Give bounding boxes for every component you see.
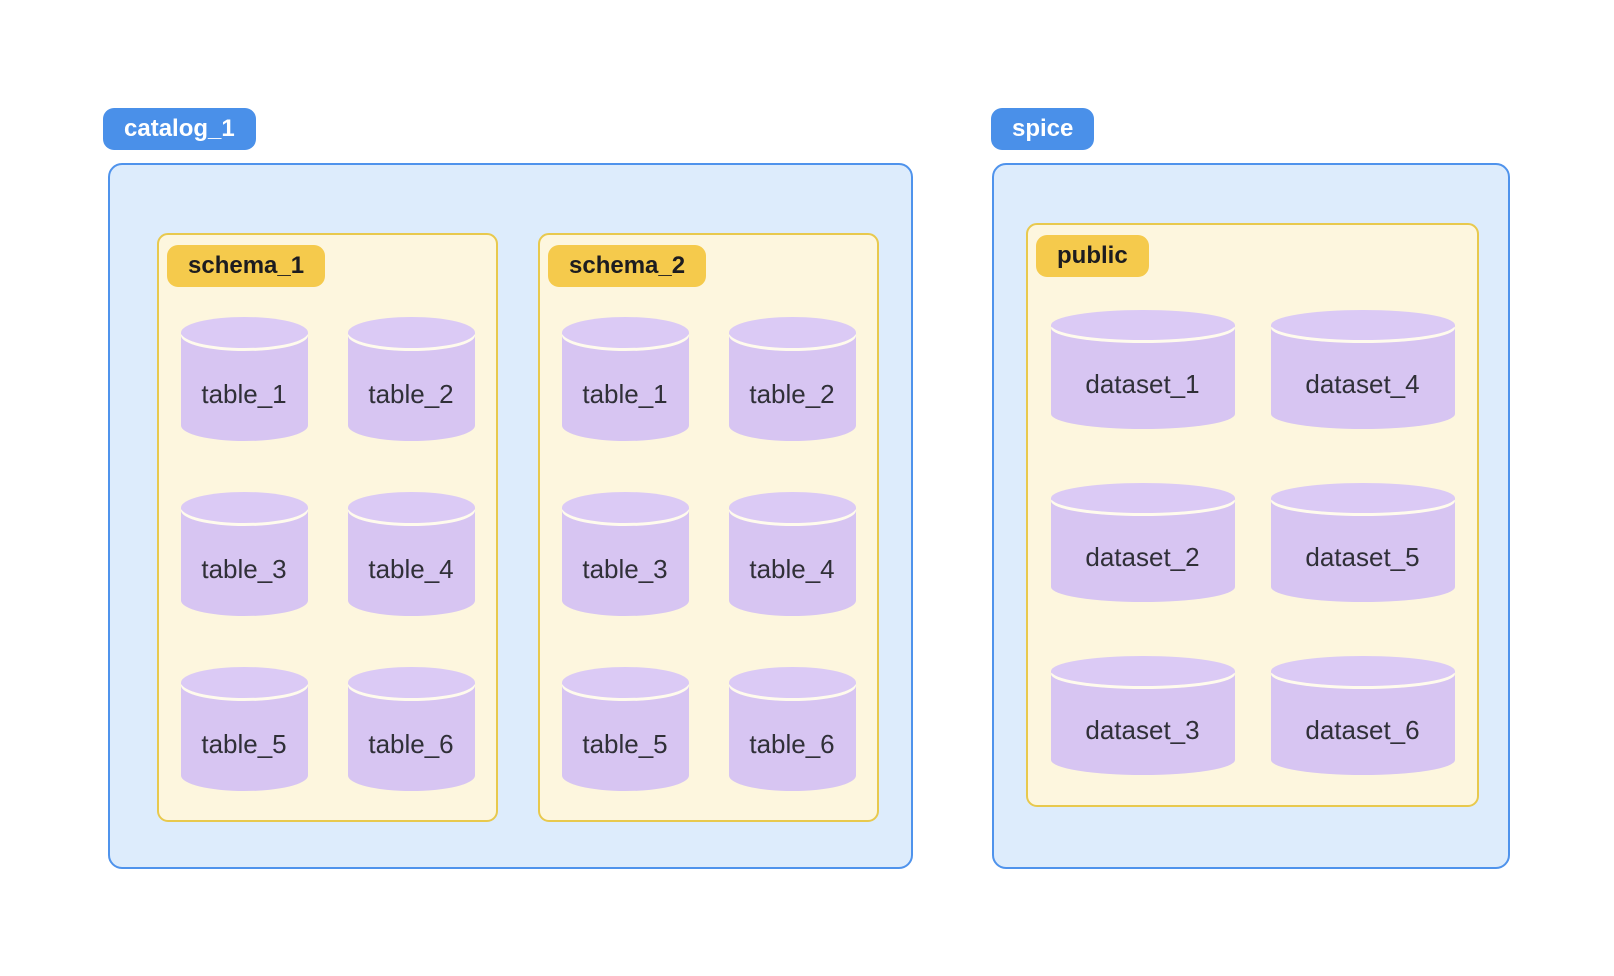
dataset-label: dataset_3 [1085,715,1200,745]
catalog-group: catalog_1 schema_1 table_1 table_2 [103,108,913,869]
cylinder-top-face [1270,310,1455,340]
cylinder-top-face [180,317,308,348]
cylinder-body [728,507,856,616]
table-cylinder: table_3 [561,492,689,616]
table-label: table_5 [201,729,287,759]
dataset-cylinder: dataset_2 [1050,483,1235,602]
cylinder-body [1270,325,1455,429]
table-label: table_2 [749,379,835,409]
catalog-label-pill: catalog_1 [103,108,256,150]
table-cylinder: table_3 [180,492,308,616]
dataset-label: dataset_4 [1305,369,1420,399]
cylinder-top-face [1050,483,1235,513]
cylinder-body [347,507,475,616]
cylinder-top-face [1270,483,1455,513]
table-label: table_1 [582,379,668,409]
dataset-label: dataset_1 [1085,369,1200,399]
table-label: table_6 [368,729,454,759]
cylinder-body [1050,498,1235,602]
schema-label-pill: schema_2 [548,245,707,287]
dataset-label: dataset_2 [1085,542,1200,572]
spice-container: public dataset_1 dataset_4 [992,163,1510,869]
table-cylinder: table_4 [728,492,856,616]
cylinder-top-face [561,667,689,698]
tables-grid: table_1 table_2 table_3 [159,317,496,791]
table-label: table_6 [749,729,835,759]
cylinder-body [180,682,308,791]
cylinder-body [561,507,689,616]
table-cylinder: table_2 [728,317,856,441]
cylinder-body [1050,671,1235,775]
datasets-grid: dataset_1 dataset_4 dataset_2 [1028,310,1477,775]
dataset-cylinder: dataset_5 [1270,483,1455,602]
dataset-cylinder: dataset_1 [1050,310,1235,429]
schema-label-pill: schema_1 [167,245,326,287]
cylinder-body [180,332,308,441]
cylinder-top-face [180,492,308,523]
cylinder-body [347,332,475,441]
cylinder-body [561,682,689,791]
cylinder-top-face [728,317,856,348]
table-cylinder: table_5 [561,667,689,791]
cylinder-top-face [180,667,308,698]
cylinder-top-face [1050,310,1235,340]
cylinder-top-face [1050,656,1235,686]
public-schema-box: public dataset_1 dataset_4 [1026,223,1479,807]
schema-2-box: schema_2 table_1 table_2 [538,233,879,822]
table-cylinder: table_1 [180,317,308,441]
dataset-cylinder: dataset_3 [1050,656,1235,775]
cylinder-top-face [728,667,856,698]
cylinder-body [1270,671,1455,775]
table-label: table_4 [368,554,454,584]
cylinder-top-face [561,492,689,523]
cylinder-body [561,332,689,441]
cylinder-body [1270,498,1455,602]
schema-label-pill: public [1036,235,1149,277]
cylinder-body [180,507,308,616]
spice-label-pill: spice [991,108,1095,150]
table-label: table_5 [582,729,668,759]
cylinder-top-face [347,492,475,523]
cylinder-top-face [561,317,689,348]
table-cylinder: table_4 [347,492,475,616]
schema-1-box: schema_1 table_1 table_2 [157,233,498,822]
table-label: table_3 [582,554,668,584]
dataset-label: dataset_5 [1305,542,1420,572]
tables-grid: table_1 table_2 table_3 [540,317,877,791]
spice-group: spice public dataset_1 dataset_4 [991,108,1510,869]
table-cylinder: table_1 [561,317,689,441]
table-cylinder: table_5 [180,667,308,791]
table-label: table_1 [201,379,287,409]
cylinder-body [728,682,856,791]
table-cylinder: table_2 [347,317,475,441]
table-cylinder: table_6 [728,667,856,791]
cylinder-body [347,682,475,791]
dataset-cylinder: dataset_6 [1270,656,1455,775]
dataset-label: dataset_6 [1305,715,1420,745]
cylinder-body [728,332,856,441]
dataset-cylinder: dataset_4 [1270,310,1455,429]
cylinder-top-face [347,667,475,698]
cylinder-body [1050,325,1235,429]
cylinder-top-face [1270,656,1455,686]
catalog-container: schema_1 table_1 table_2 [108,163,913,869]
table-cylinder: table_6 [347,667,475,791]
table-label: table_2 [368,379,454,409]
cylinder-top-face [728,492,856,523]
cylinder-top-face [347,317,475,348]
table-label: table_4 [749,554,835,584]
table-label: table_3 [201,554,287,584]
